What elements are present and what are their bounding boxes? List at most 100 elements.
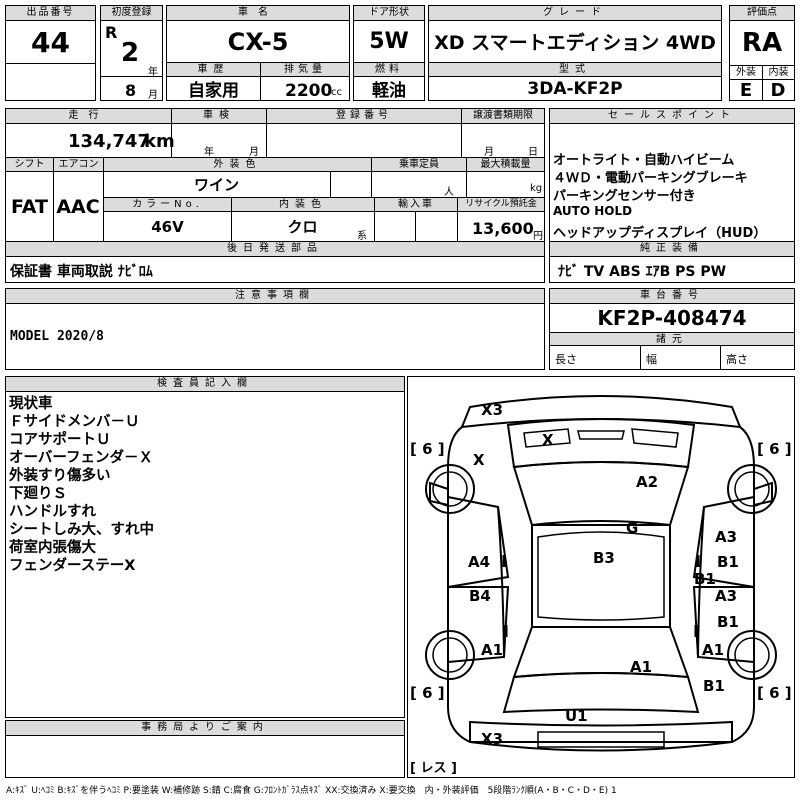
damage-mark: B1 xyxy=(717,613,739,631)
sales-point-line: パーキングセンサー付き xyxy=(553,189,696,204)
mileage-unit: km xyxy=(144,131,175,152)
history-cell: 車歴 自家用 xyxy=(166,62,261,101)
capacity-label: 乗車定員 xyxy=(371,158,466,172)
max-load-unit: kg xyxy=(530,183,543,194)
displacement-unit: cc xyxy=(331,87,342,98)
shift-label: シフト xyxy=(6,158,53,172)
damage-diagram-box: [ 6 ] [ 6 ] [ 6 ] [ 6 ] [ レス ] X3 X X A2… xyxy=(407,376,795,778)
mileage-label: 走行 xyxy=(6,109,171,124)
first-reg-month-unit: 月 xyxy=(148,90,158,101)
int-color-value: クロ xyxy=(287,218,318,236)
score-value: RA xyxy=(741,28,783,58)
damage-mark: A1 xyxy=(481,641,504,659)
spare-tire-label: [ レス ] xyxy=(410,761,457,776)
inspector-note: コアサポートＵ xyxy=(9,432,111,448)
model-code-label: 型式 xyxy=(429,63,721,77)
aircon-value: AAC xyxy=(56,195,100,218)
door-cell: ドア形状 5W xyxy=(353,5,425,63)
vehicle-detail-table: 走行 車検 登録番号 譲渡書類期限 134,747 km 年 月 月 日 シフト… xyxy=(5,108,545,242)
inspector-notes-box: 検査員記入欄 現状車 Ｆサイドメンバ－Ｕ コアサポートＵ オーバーフェンダ－Ｘ … xyxy=(5,376,405,718)
sales-point-line: オートライト・自動ハイビーム xyxy=(553,153,735,168)
tire-label: [ 6 ] xyxy=(410,684,445,702)
ext-grade-label: 外装 xyxy=(730,66,762,80)
grade-cell: グレード XD スマートエディション 4WD xyxy=(428,5,722,63)
notes-label: 注意事項欄 xyxy=(6,289,544,304)
displacement-cell: 排気量 2200 cc xyxy=(260,62,350,101)
genuine-equipment-box: 純正装備 ﾅﾋﾞ TV ABS ｴｱB PS PW xyxy=(549,241,795,283)
specs-label: 諸元 xyxy=(550,332,794,346)
chassis-value: KF2P-408474 xyxy=(597,306,747,330)
capacity-unit: 人 xyxy=(444,187,454,198)
notes-value: MODEL 2020/8 xyxy=(10,329,104,344)
color-no-value: 46V xyxy=(151,217,184,236)
car-name-cell: 車名 CX-5 xyxy=(166,5,350,63)
first-reg-year-unit: 年 xyxy=(148,67,158,78)
mileage-value: 134,747 xyxy=(68,131,150,152)
transfer-month-unit: 月 xyxy=(484,147,494,158)
first-reg-label: 初度登録 xyxy=(101,6,162,21)
recycle-unit: 円 xyxy=(533,231,543,242)
genuine-equipment-value: ﾅﾋﾞ TV ABS ｴｱB PS PW xyxy=(558,264,727,280)
spec-length-label: 長さ xyxy=(555,353,577,366)
int-color-label: 内装色 xyxy=(231,198,374,212)
door-value: 5W xyxy=(369,29,409,54)
chassis-label: 車台番号 xyxy=(550,289,794,304)
damage-mark: B3 xyxy=(593,549,615,567)
spec-width-label: 幅 xyxy=(646,353,657,366)
damage-mark: X3 xyxy=(481,730,504,748)
damage-mark: B1 xyxy=(703,677,725,695)
inspection-month-unit: 月 xyxy=(249,147,259,158)
damage-mark: A3 xyxy=(715,528,738,546)
sales-point-line: AUTO HOLD xyxy=(553,204,633,218)
inspector-note: 荷室内張傷大 xyxy=(9,540,96,556)
score-cell: 評価点 RA 外装 内装 E D xyxy=(729,5,795,101)
max-load-label: 最大積載量 xyxy=(466,158,544,172)
inspector-notes-list: 現状車 Ｆサイドメンバ－Ｕ コアサポートＵ オーバーフェンダ－Ｘ 外装すり傷多い… xyxy=(9,395,154,575)
int-grade-label: 内装 xyxy=(762,66,794,80)
import-label: 輸入車 xyxy=(374,198,457,212)
later-parts-box: 後日発送部品 保証書 車両取説 ﾅﾋﾞﾛﾑ xyxy=(5,241,545,283)
fuel-label: 燃料 xyxy=(354,63,424,77)
damage-mark: A1 xyxy=(630,658,653,676)
chassis-box: 車台番号 KF2P-408474 諸元 長さ 幅 高さ xyxy=(549,288,795,370)
score-label: 評価点 xyxy=(730,6,794,21)
damage-mark: A4 xyxy=(468,553,491,571)
door-label: ドア形状 xyxy=(354,6,424,21)
first-reg-month: 8 xyxy=(125,81,137,100)
damage-mark: A1 xyxy=(702,641,725,659)
transfer-day-unit: 日 xyxy=(528,147,538,158)
recycle-label: リサイクル預託金 xyxy=(457,198,544,212)
damage-mark: B1 xyxy=(694,570,716,588)
office-notes-label: 事務局よりご案内 xyxy=(6,721,404,736)
lot-label: 出品番号 xyxy=(6,6,95,21)
car-name-value: CX-5 xyxy=(227,27,289,56)
damage-mark: X xyxy=(542,431,554,449)
int-color-unit: 系 xyxy=(357,231,367,242)
ext-color-value: ワイン xyxy=(193,176,239,194)
inspector-note: フェンダーステーX xyxy=(9,558,136,574)
spec-height-label: 高さ xyxy=(726,353,748,366)
inspector-note: 下廻りＳ xyxy=(9,486,67,502)
inspection-label: 車検 xyxy=(171,109,266,124)
grade-label: グレード xyxy=(429,6,721,21)
history-label: 車歴 xyxy=(167,63,260,77)
notes-box: 注意事項欄 MODEL 2020/8 xyxy=(5,288,545,370)
inspector-note: Ｆサイドメンバ－Ｕ xyxy=(9,414,140,430)
damage-mark: X xyxy=(473,451,485,469)
reg-no-label: 登録番号 xyxy=(266,109,461,124)
sales-point-line: ヘッドアップディスプレイ（HUD） xyxy=(553,226,767,241)
office-notes-box: 事務局よりご案内 xyxy=(5,720,405,778)
later-parts-value: 保証書 車両取説 ﾅﾋﾞﾛﾑ xyxy=(10,264,153,280)
damage-mark: G xyxy=(626,519,639,537)
fuel-value: 軽油 xyxy=(372,81,406,101)
later-parts-label: 後日発送部品 xyxy=(6,242,544,257)
tire-label: [ 6 ] xyxy=(410,440,445,458)
grade-value: XD スマートエディション 4WD xyxy=(434,32,716,54)
ext-color-label: 外装色 xyxy=(103,158,371,172)
inspector-note: 外装すり傷多い xyxy=(9,468,111,484)
shift-value: FAT xyxy=(11,195,48,218)
first-reg-era: R xyxy=(105,23,118,42)
car-name-label: 車名 xyxy=(167,6,349,21)
legend-text: A:ｷｽﾞ U:ﾍｺﾐ B:ｷｽﾞを伴うﾍｺﾐ P:要塗装 W:補修跡 S:錆 … xyxy=(6,786,617,796)
genuine-equipment-label: 純正装備 xyxy=(550,242,794,257)
